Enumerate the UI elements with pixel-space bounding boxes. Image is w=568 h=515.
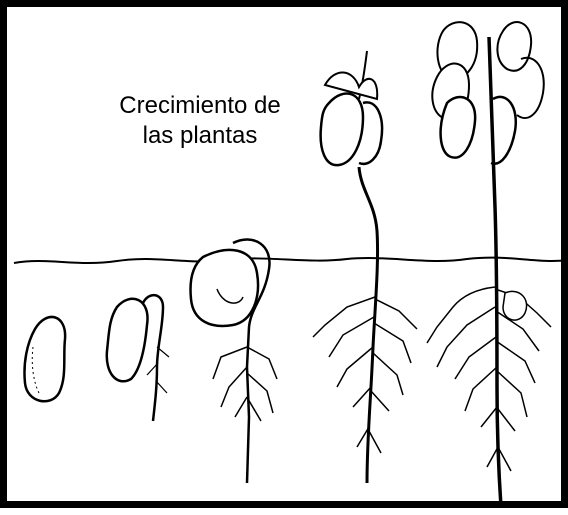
stage-seed: [23, 315, 67, 403]
diagram-title-line-1: Crecimiento de: [119, 92, 281, 119]
stage-germinating-seed: [105, 294, 170, 422]
diagram-title: Crecimiento de las plantas: [95, 91, 305, 151]
stage-young-plant: [312, 50, 418, 484]
plant-growth-illustration: [13, 21, 568, 508]
stage-emerging-seedling: [189, 238, 278, 484]
stage-mature-plant: [426, 21, 552, 508]
diagram-title-line-2: las plantas: [142, 122, 258, 149]
soil-line: [13, 256, 568, 264]
